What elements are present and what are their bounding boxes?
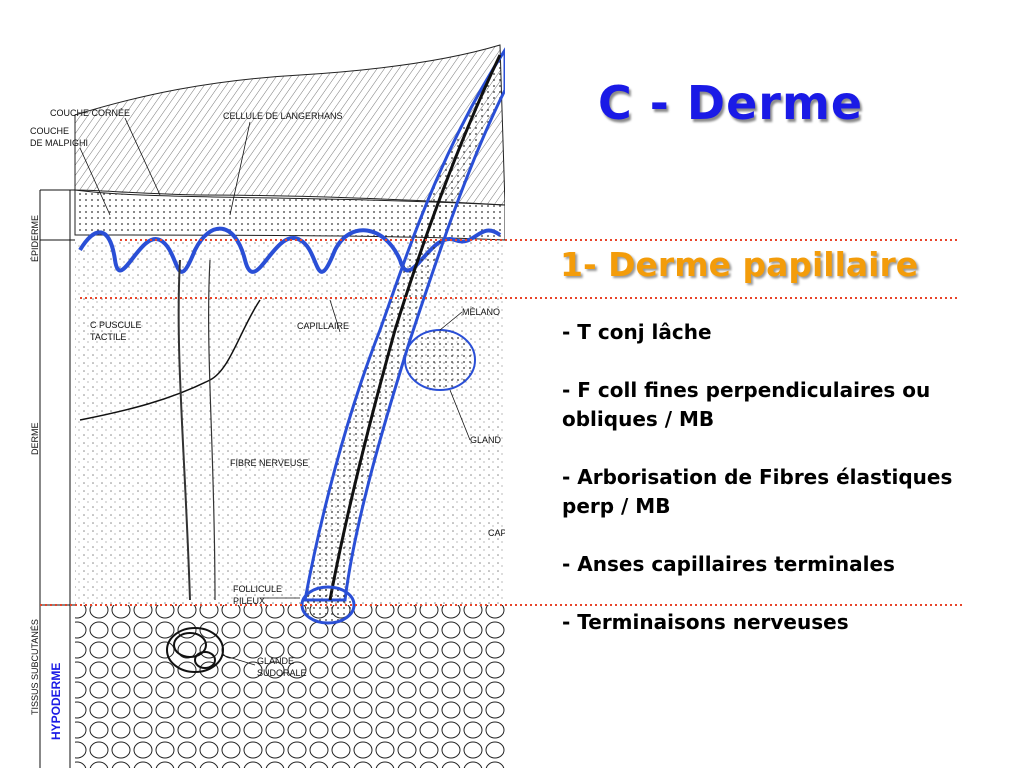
follicle-bulb bbox=[300, 585, 356, 625]
bullet-item: - Anses capillaires terminales bbox=[562, 552, 895, 576]
epidermis-band bbox=[74, 189, 505, 241]
label-melano: MÉLANO bbox=[462, 307, 500, 317]
label-de-malpighi: DE MALPIGHI bbox=[30, 138, 88, 148]
label-couche-cornee: COUCHE CORNÉE bbox=[50, 108, 130, 118]
label-epiderme: ÉPIDERME bbox=[30, 215, 40, 262]
label-pileux: PILEUX bbox=[233, 596, 265, 606]
sweat-gland bbox=[166, 627, 224, 673]
slide-subtitle: 1- Derme papillaire bbox=[560, 245, 919, 284]
label-couche: COUCHE bbox=[30, 126, 69, 136]
hair-shaft bbox=[328, 54, 502, 601]
label-capillaire: CAPILLAIRE bbox=[297, 321, 349, 331]
bullet-item: - Arborisation de Fibres élastiques perp… bbox=[562, 465, 953, 518]
dermis-area bbox=[75, 240, 505, 605]
label-hypoderme: HYPODERME bbox=[49, 663, 63, 740]
leader-lines bbox=[79, 117, 471, 666]
bullet-item: - F coll fines perpendiculaires ou obliq… bbox=[562, 378, 931, 431]
label-tissus: TISSUS SUBCUTANÉS bbox=[30, 619, 40, 715]
skin-diagram: ÉPIDERME DERME TISSUS SUBCUTANÉS HYPODER… bbox=[30, 44, 505, 768]
label-glande-right: GLAND bbox=[470, 435, 502, 445]
bullet-item: - Terminaisons nerveuses bbox=[562, 610, 849, 634]
label-tactile: TACTILE bbox=[90, 332, 126, 342]
label-sudorale: SUDORALE bbox=[257, 668, 307, 678]
label-follicule: FOLLICULE bbox=[233, 584, 282, 594]
label-corpuscule: C PUSCULE bbox=[90, 320, 142, 330]
hair-follicle bbox=[303, 47, 505, 602]
label-fibre-nerveuse: FIBRE NERVEUSE bbox=[230, 458, 308, 468]
label-cellule-langerhans: CELLULE DE LANGERHANS bbox=[223, 111, 343, 121]
stratum-corneum bbox=[74, 44, 505, 206]
bullet-item: - T conj lâche bbox=[562, 320, 712, 344]
slide-title: C - Derme bbox=[598, 76, 864, 130]
bullet-list: - T conj lâche - F coll fines perpendicu… bbox=[562, 318, 1007, 666]
label-derme: DERME bbox=[30, 422, 40, 455]
capillary-loop bbox=[177, 259, 191, 601]
hypodermis-area bbox=[75, 605, 505, 768]
label-cap-right: CAP bbox=[488, 528, 505, 538]
label-glande: GLANDE bbox=[257, 656, 294, 666]
sebaceous-gland bbox=[404, 329, 476, 391]
